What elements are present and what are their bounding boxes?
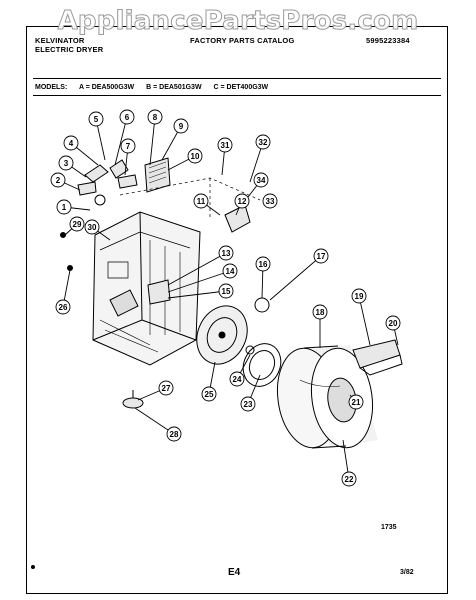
- callout-23: 23: [240, 396, 256, 412]
- callout-2-num: 2: [56, 176, 61, 185]
- callout-33: 33: [262, 193, 278, 209]
- callout-10: 10: [187, 148, 203, 164]
- callout-30: 30: [84, 219, 100, 235]
- callout-34: 34: [253, 172, 269, 188]
- callout-7: 7: [120, 138, 136, 154]
- callout-26: 26: [55, 299, 71, 315]
- callout-3-num: 3: [64, 159, 69, 168]
- callout-29-num: 29: [73, 220, 82, 229]
- model-b: B = DEA501G3W: [146, 84, 202, 91]
- callout-labels: 1 2 3 4 5 6 7 8 9 10 11 12 13 14 15 16 1…: [50, 109, 401, 487]
- callout-9-num: 9: [179, 122, 184, 131]
- callout-30-num: 30: [88, 223, 97, 232]
- callout-10-num: 10: [191, 152, 200, 161]
- product-type: ELECTRIC DRYER: [35, 45, 104, 54]
- callout-19: 19: [351, 288, 367, 304]
- callout-13-num: 13: [222, 249, 231, 258]
- callout-29: 29: [69, 216, 85, 232]
- dryer-drum: [276, 345, 378, 449]
- callout-31-num: 31: [221, 141, 230, 150]
- callout-8-num: 8: [153, 113, 158, 122]
- callout-4-num: 4: [69, 139, 74, 148]
- callout-8: 8: [147, 109, 163, 125]
- callout-16: 16: [255, 256, 271, 272]
- callout-5: 5: [88, 111, 104, 127]
- callout-6: 6: [119, 109, 135, 125]
- callout-27: 27: [158, 380, 174, 396]
- callout-24-num: 24: [233, 375, 242, 384]
- callout-18: 18: [312, 304, 328, 320]
- callout-24: 24: [229, 371, 245, 387]
- callout-19-num: 19: [355, 292, 364, 301]
- callout-17: 17: [313, 248, 329, 264]
- callout-14-num: 14: [226, 267, 235, 276]
- callout-17-num: 17: [317, 252, 326, 261]
- callout-26-num: 26: [59, 303, 68, 312]
- callout-15: 15: [218, 283, 234, 299]
- callout-33-num: 33: [266, 197, 275, 206]
- callout-7-num: 7: [126, 142, 131, 151]
- models-line: MODELS: A = DEA500G3W B = DEA501G3W C = …: [35, 84, 278, 91]
- callout-4: 4: [63, 135, 79, 151]
- callout-11: 11: [193, 193, 209, 209]
- callout-23-num: 23: [244, 400, 253, 409]
- callout-25-num: 25: [205, 390, 214, 399]
- callout-25: 25: [201, 386, 217, 402]
- callout-18-num: 18: [316, 308, 325, 317]
- figure-number: 1735: [381, 524, 397, 531]
- callout-13: 13: [218, 245, 234, 261]
- cabinet-frame: [92, 211, 201, 366]
- callout-5-num: 5: [94, 115, 99, 124]
- page-frame: [26, 26, 448, 594]
- callout-16-num: 16: [259, 260, 268, 269]
- callout-2: 2: [50, 172, 66, 188]
- callout-9: 9: [173, 118, 189, 134]
- callout-22-num: 22: [345, 475, 354, 484]
- model-c: C = DET400G3W: [213, 84, 269, 91]
- callout-34-num: 34: [257, 176, 266, 185]
- callout-27-num: 27: [162, 384, 171, 393]
- callout-21-num: 21: [352, 398, 361, 407]
- callout-15-num: 15: [222, 287, 231, 296]
- callout-6-num: 6: [125, 113, 130, 122]
- page-number: E4: [228, 567, 241, 578]
- catalog-title: FACTORY PARTS CATALOG: [190, 36, 295, 45]
- callout-11-num: 11: [197, 197, 206, 206]
- callout-31: 31: [217, 137, 233, 153]
- header-rule-bottom: [33, 95, 441, 96]
- callout-1-num: 1: [62, 203, 67, 212]
- callout-32: 32: [255, 134, 271, 150]
- watermark: AppliancePartsPros.com: [57, 6, 419, 37]
- callout-12-num: 12: [238, 197, 247, 206]
- revision-date: 3/82: [400, 569, 414, 576]
- header-rule-top: [33, 78, 441, 79]
- callout-14: 14: [222, 263, 238, 279]
- callout-20-num: 20: [389, 319, 398, 328]
- callout-28: 28: [166, 426, 182, 442]
- callout-12: 12: [234, 193, 250, 209]
- callout-28-num: 28: [170, 430, 179, 439]
- callout-20: 20: [385, 315, 401, 331]
- callout-22: 22: [341, 471, 357, 487]
- brand-name: KELVINATOR: [35, 36, 85, 45]
- callout-3: 3: [58, 155, 74, 171]
- catalog-number: 5995223384: [366, 36, 410, 45]
- callout-1: 1: [56, 199, 72, 215]
- lint-screen: [144, 157, 171, 193]
- models-label: MODELS:: [35, 84, 68, 91]
- callout-21: 21: [348, 394, 364, 410]
- model-a: A = DEA500G3W: [78, 84, 135, 91]
- callout-32-num: 32: [259, 138, 268, 147]
- binder-mark: [31, 565, 35, 569]
